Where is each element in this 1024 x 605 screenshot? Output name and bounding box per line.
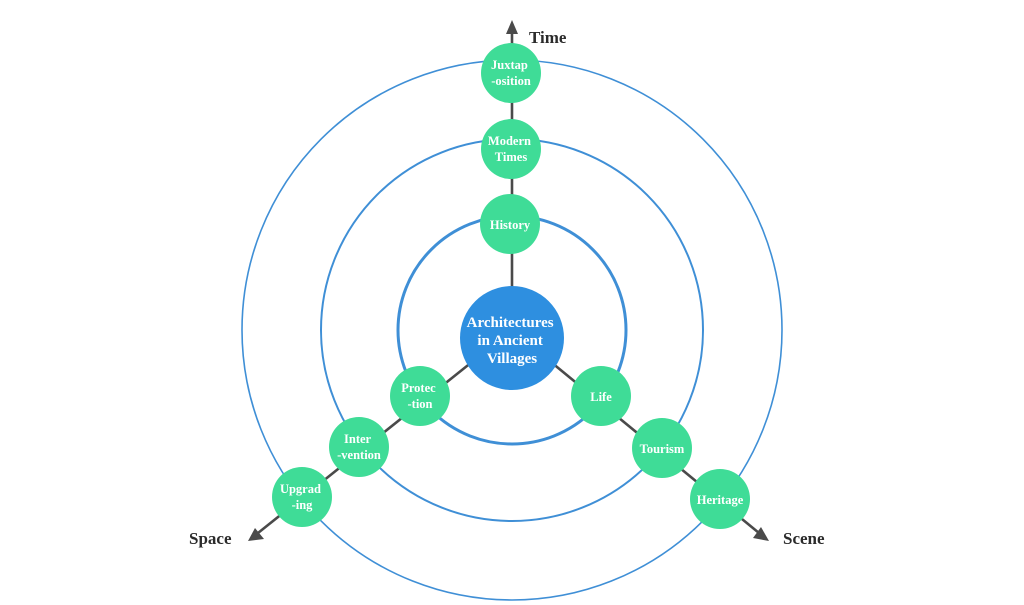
axis-label-scene: Scene: [783, 529, 825, 548]
node-label: Upgrad -ing: [280, 482, 324, 512]
node-circle: [690, 469, 750, 529]
node-label: Heritage: [697, 493, 744, 507]
node-label: Inter -vention: [337, 432, 381, 462]
time-axis-arrow: [506, 20, 518, 34]
node-label: Modern Times: [488, 134, 534, 164]
node-circle: [571, 366, 631, 426]
node-label-line: Protec: [401, 381, 436, 395]
node-label-line: -tion: [408, 397, 433, 411]
node-circle: [481, 119, 541, 179]
center-label-line: Architectures: [467, 315, 554, 331]
node-label-line: Times: [495, 150, 528, 164]
node-label-line: Inter: [344, 432, 372, 446]
node-circle: [481, 43, 541, 103]
node-label-line: Modern: [488, 134, 531, 148]
node-label-line: Juxtap: [491, 58, 528, 72]
node-intervention: Inter -vention: [329, 417, 389, 477]
node-circle: [390, 366, 450, 426]
node-history: History: [480, 194, 540, 254]
node-heritage: Heritage: [690, 469, 750, 529]
scene-axis-arrow: [753, 527, 769, 541]
space-axis-arrow: [248, 528, 264, 541]
node-label-line: Life: [590, 390, 612, 404]
node-label: History: [490, 218, 531, 232]
node-label-line: History: [490, 218, 531, 232]
center-label-line: Villages: [487, 351, 537, 367]
node-label-line: -vention: [337, 448, 381, 462]
node-circle: [272, 467, 332, 527]
node-label-line: Upgrad: [280, 482, 321, 496]
center-label: Architectures in Ancient Villages: [467, 315, 558, 367]
axis-label-time: Time: [529, 28, 567, 47]
node-life: Life: [571, 366, 631, 426]
center-node: Architectures in Ancient Villages: [460, 286, 564, 390]
node-modern-times: Modern Times: [481, 119, 541, 179]
node-label-line: Tourism: [640, 442, 685, 456]
node-label-line: Heritage: [697, 493, 744, 507]
node-label-line: -osition: [491, 74, 531, 88]
node-label: Tourism: [640, 442, 685, 456]
node-upgrading: Upgrad -ing: [272, 467, 332, 527]
node-circle: [329, 417, 389, 477]
node-label: Protec -tion: [401, 381, 439, 411]
center-circle: [460, 286, 564, 390]
center-label-line: in Ancient: [477, 333, 542, 349]
node-protection: Protec -tion: [390, 366, 450, 426]
node-label: Juxtap -osition: [491, 58, 531, 88]
node-circle: [632, 418, 692, 478]
node-juxtaposition: Juxtap -osition: [481, 43, 541, 103]
node-circle: [480, 194, 540, 254]
node-label-line: -ing: [292, 498, 314, 512]
axis-label-space: Space: [189, 529, 232, 548]
node-tourism: Tourism: [632, 418, 692, 478]
node-label: Life: [590, 390, 612, 404]
